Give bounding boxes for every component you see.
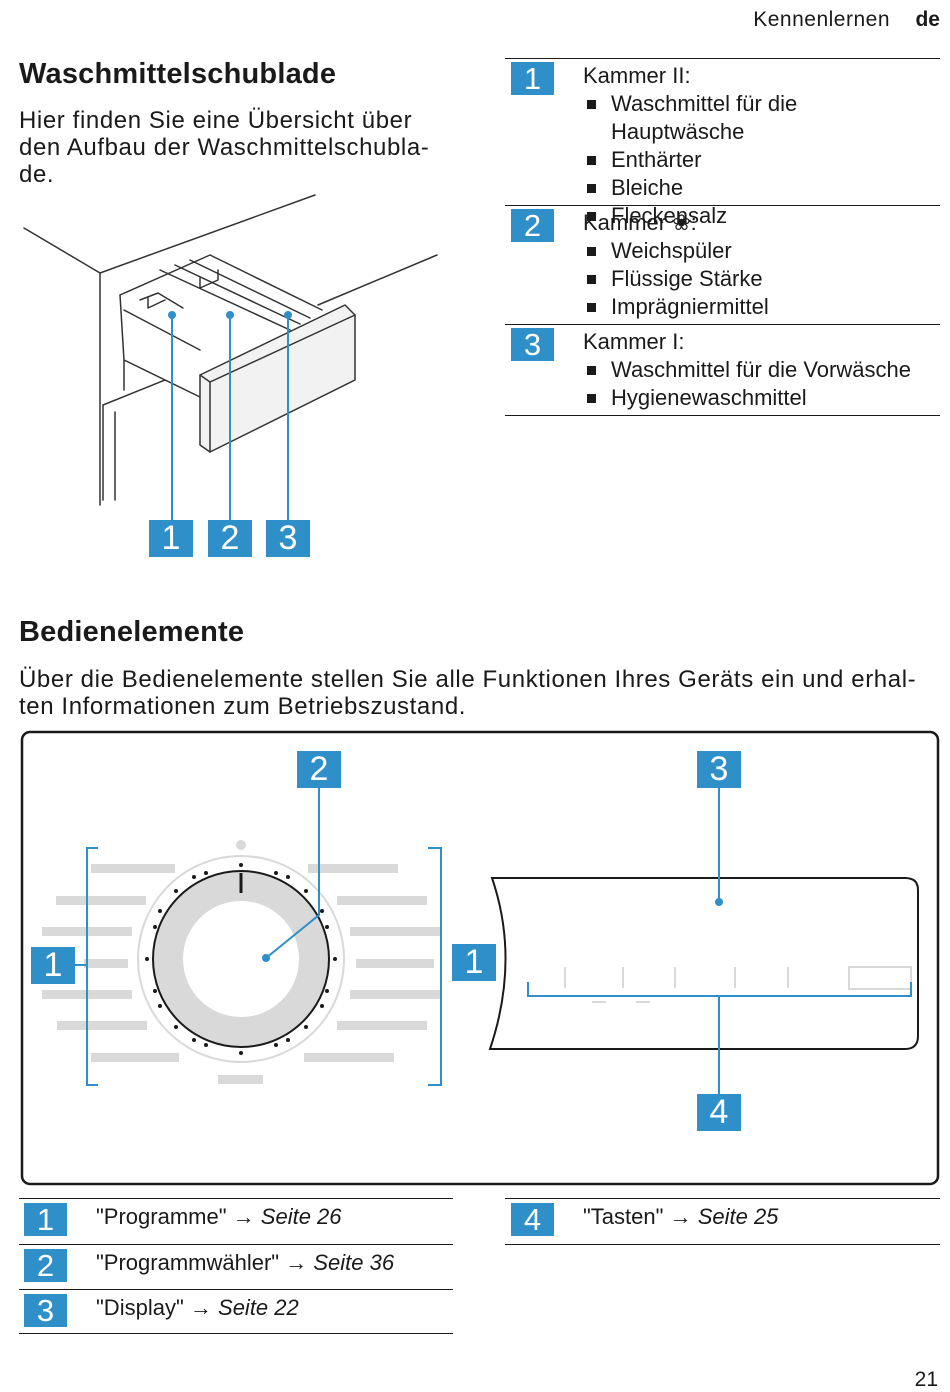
arrow-icon: →	[189, 1295, 212, 1320]
legend-rule	[19, 1244, 453, 1245]
legend-rule	[19, 1289, 453, 1290]
legend-rule	[505, 1198, 940, 1199]
chamber-item: Waschmittel für die Vorwäsche	[583, 356, 933, 384]
chamber-item: Waschmittel für die Hauptwäsche	[583, 90, 933, 146]
legend-label: "Tasten"	[583, 1204, 664, 1229]
panel-callout-3: 3	[697, 751, 741, 788]
legend-number: 1	[24, 1203, 67, 1236]
chamber-entry: Kammer ❀: Weichspüler Flüssige Stärke Im…	[583, 209, 933, 321]
chamber-items: Waschmittel für die Vorwäsche Hygienewas…	[583, 356, 933, 412]
page-number: 21	[914, 1368, 938, 1391]
legend-rule	[19, 1198, 453, 1199]
chamber-entry: Kammer I: Waschmittel für die Vorwäsche …	[583, 328, 933, 412]
chamber-number: 3	[511, 328, 554, 361]
drawer-callout-1: 1	[149, 520, 193, 557]
chamber-item: Enthärter	[583, 146, 933, 174]
page-reference-link[interactable]: Seite 25	[697, 1204, 779, 1229]
legend-number: 4	[511, 1203, 554, 1236]
chamber-item: Bleiche	[583, 174, 933, 202]
page-reference-link[interactable]: Seite 26	[260, 1204, 342, 1229]
legend-rule	[19, 1333, 453, 1334]
panel-callout-4: 4	[697, 1094, 741, 1131]
chamber-title: Kammer I:	[583, 329, 685, 354]
legend-entry: "Display" → Seite 22	[96, 1295, 299, 1321]
controls-heading: Bedienelemente	[19, 616, 245, 648]
drawer-intro: Hier finden Sie eine Übersicht über den …	[19, 107, 459, 188]
panel-callout-2: 2	[297, 751, 341, 788]
legend-entry: "Programme" → Seite 26	[96, 1204, 342, 1230]
drawer-intro-line: de.	[19, 161, 55, 188]
legend-rule	[505, 1244, 940, 1245]
drawer-intro-line: Hier finden Sie eine Übersicht über	[19, 107, 413, 134]
controls-intro-line: ten Informationen zum Betriebszustand.	[19, 693, 467, 720]
legend-number: 3	[24, 1294, 67, 1327]
table-rule	[505, 205, 940, 206]
section-title: Kennenlernen	[753, 8, 890, 31]
chamber-number: 2	[511, 209, 554, 242]
drawer-callout-3: 3	[266, 520, 310, 557]
chamber-items: Waschmittel für die Hauptwäsche Enthärte…	[583, 90, 933, 230]
language-code: de	[915, 8, 940, 31]
legend-number: 2	[24, 1249, 67, 1282]
chamber-item: Imprägniermittel	[583, 293, 933, 321]
panel-callout-1-right: 1	[452, 944, 496, 981]
legend-entry: "Programmwähler" → Seite 36	[96, 1250, 394, 1276]
arrow-icon: →	[232, 1204, 255, 1229]
table-rule	[505, 415, 940, 416]
chamber-title: Kammer ❀:	[583, 210, 697, 235]
controls-intro: Über die Bedienelemente stellen Sie alle…	[19, 666, 944, 720]
legend-entry: "Tasten" → Seite 25	[583, 1204, 778, 1230]
chamber-item: Weichspüler	[583, 237, 933, 265]
controls-intro-line: Über die Bedienelemente stellen Sie alle…	[19, 666, 917, 693]
page-reference-link[interactable]: Seite 22	[218, 1295, 299, 1320]
detergent-drawer-illustration	[23, 194, 438, 522]
chamber-entry: Kammer II: Waschmittel für die Hauptwäsc…	[583, 62, 933, 230]
drawer-callout-2: 2	[208, 520, 252, 557]
chamber-title: Kammer II:	[583, 63, 691, 88]
drawer-heading: Waschmittelschublade	[19, 58, 337, 90]
arrow-icon: →	[669, 1204, 692, 1229]
control-panel-illustration	[20, 730, 940, 1186]
arrow-icon: →	[285, 1250, 308, 1275]
chamber-number: 1	[511, 62, 554, 95]
chamber-item: Fleckensalz	[583, 202, 933, 230]
chamber-item: Flüssige Stärke	[583, 265, 933, 293]
page-reference-link[interactable]: Seite 36	[313, 1250, 395, 1275]
panel-callout-1-left: 1	[31, 947, 75, 984]
drawer-intro-line: den Aufbau der Waschmittelschubla-	[19, 134, 430, 161]
legend-label: "Programme"	[96, 1204, 227, 1229]
table-rule	[505, 58, 940, 59]
table-rule	[505, 324, 940, 325]
legend-label: "Programmwähler"	[96, 1250, 280, 1275]
chamber-item: Hygienewaschmittel	[583, 384, 933, 412]
legend-label: "Display"	[96, 1295, 184, 1320]
chamber-items: Weichspüler Flüssige Stärke Imprägniermi…	[583, 237, 933, 321]
